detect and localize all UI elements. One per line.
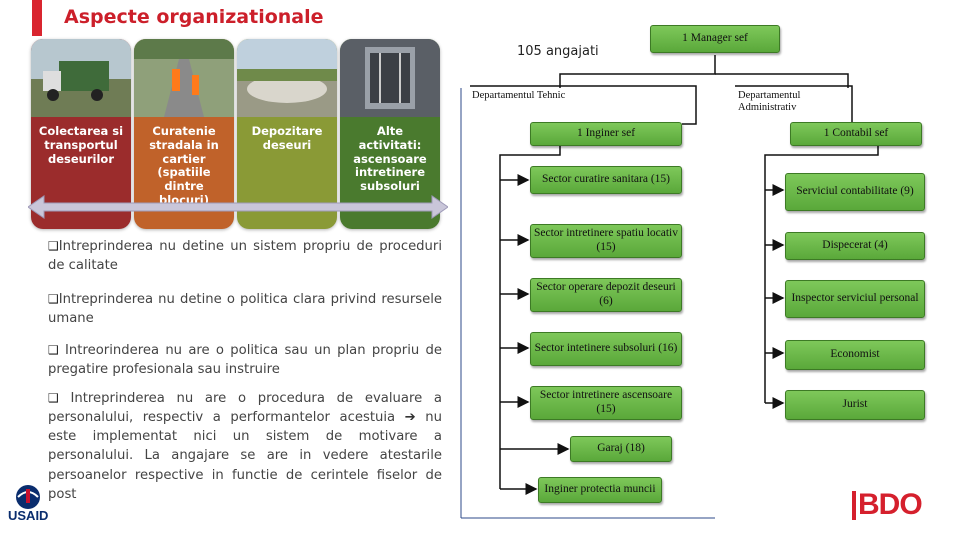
elevator-shaft-image (340, 39, 440, 117)
chief-engineer-node: 1 Inginer sef (530, 122, 682, 146)
bullet-checkbox-icon: ❑ (48, 292, 59, 306)
bullet-checkbox-icon: ❑ (48, 343, 59, 357)
activity-label: Colectarea si transportul deseurilor (35, 125, 127, 166)
bullet-checkbox-icon: ❑ (48, 239, 59, 253)
bullet-item: ❑ Intreprinderea nu are o procedura de e… (48, 389, 442, 504)
activity-label: Alte activitati: ascensoare intretinere … (344, 125, 436, 194)
bdo-logo-bar (852, 491, 856, 520)
unit-accounting: Serviciul contabilitate (9) (785, 173, 925, 211)
landfill-image (237, 39, 337, 117)
bullet-item: ❑Intreprinderea nu detine un sistem prop… (48, 237, 442, 275)
unit-basement-maintenance: Sector intetinere subsoluri (16) (530, 332, 682, 366)
double-arrow (28, 192, 448, 222)
unit-garage: Garaj (18) (570, 436, 672, 462)
chief-accountant-node: 1 Contabil sef (790, 122, 922, 146)
bdo-logo: BDO (858, 488, 922, 522)
unit-elevator-maintenance: Sector intretinere ascensoare (15) (530, 386, 682, 420)
unit-dispatch: Dispecerat (4) (785, 232, 925, 260)
bullet-item: ❑ Intreorinderea nu are o politica sau u… (48, 341, 442, 379)
activity-label: Depozitare deseuri (241, 125, 333, 153)
street-cleaning-image (134, 39, 234, 117)
bullet-item: ❑Intreprinderea nu detine o politica cla… (48, 290, 442, 328)
garbage-truck-image (31, 39, 131, 117)
unit-hr-inspector: Inspector serviciul personal (785, 280, 925, 318)
right-arrow-icon: ➔ (405, 410, 416, 425)
unit-economist: Economist (785, 340, 925, 370)
usaid-wordmark: USAID (8, 508, 48, 523)
unit-waste-deposit: Sector operare depozit deseuri (6) (530, 278, 682, 312)
manager-node: 1 Manager sef (650, 25, 780, 53)
dept-technical-label: Departamentul Tehnic (472, 90, 572, 102)
dept-admin-label: Departamentul Administrativ (738, 90, 828, 114)
unit-housing-maintenance: Sector intretinere spatiu locativ (15) (530, 224, 682, 258)
employee-count: 105 angajati (517, 44, 599, 59)
unit-sanitation: Sector curatire sanitara (15) (530, 166, 682, 194)
unit-lawyer: Jurist (785, 390, 925, 420)
unit-safety-engineer: Inginer protectia muncii (538, 477, 662, 503)
bullet-checkbox-icon: ❑ (48, 391, 59, 405)
